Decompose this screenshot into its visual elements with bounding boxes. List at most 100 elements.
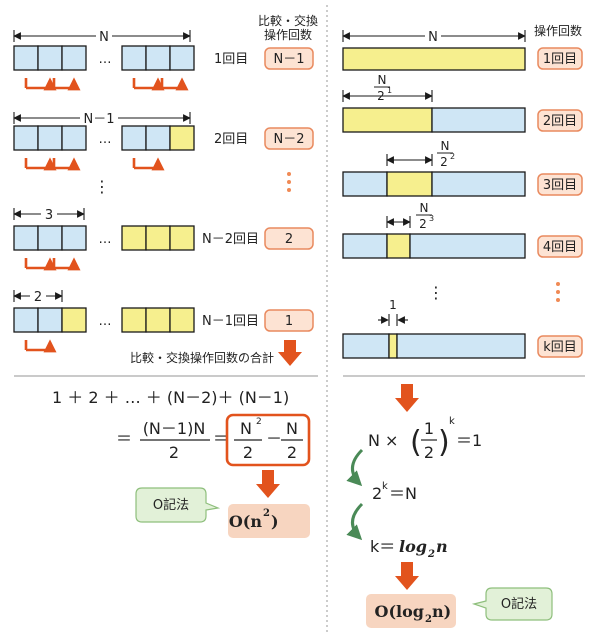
round-label: N－2回目 bbox=[202, 232, 259, 247]
sum-formula: 1 ＋ 2 ＋ … ＋ (N－2)＋ (N－1) bbox=[52, 388, 289, 407]
round-badge bbox=[537, 173, 583, 196]
fraction-denominator: 2 bbox=[377, 89, 385, 103]
fraction-denominator: 2 bbox=[440, 155, 448, 169]
down-arrow bbox=[278, 340, 302, 366]
count-badge bbox=[264, 127, 314, 150]
array-bar bbox=[396, 333, 526, 359]
count-badge bbox=[264, 309, 314, 332]
count-value: N－1 bbox=[274, 52, 305, 67]
round-label: 1回目 bbox=[214, 52, 248, 67]
left-row-2: N－1 … 2回目 N－2 bbox=[13, 110, 314, 168]
round-label: 3回目 bbox=[543, 178, 577, 193]
dimension-label: 2 bbox=[34, 290, 42, 305]
count-badge bbox=[264, 47, 314, 70]
dimension-label: N－1 bbox=[84, 112, 115, 127]
count-value: 2 bbox=[285, 232, 293, 247]
right-row-k: 1 k回目 bbox=[342, 298, 583, 359]
minus-sign: － bbox=[266, 429, 282, 448]
count-badge bbox=[264, 227, 314, 250]
fraction-numerator: N bbox=[286, 419, 298, 438]
fraction-formula: ＝ (N－1)N 2 ＝ N 2 2 － N 2 bbox=[116, 413, 311, 467]
equation-b: 2 k ＝N bbox=[372, 481, 417, 503]
complexity-sup: 2 bbox=[263, 508, 270, 519]
round-badge bbox=[537, 335, 583, 358]
count-value: 1 bbox=[285, 314, 293, 329]
count-value: N－2 bbox=[274, 132, 305, 147]
fraction-numerator: 1 bbox=[424, 419, 434, 438]
fraction-numerator: N bbox=[240, 419, 252, 438]
array-bar bbox=[342, 47, 526, 71]
fraction-denominator: 2 bbox=[419, 217, 427, 231]
left-header-line1: 比較・交換 bbox=[258, 13, 318, 28]
fraction-denominator: 2 bbox=[424, 443, 434, 462]
paren-close: ) bbox=[438, 425, 450, 460]
flow-arrow bbox=[346, 502, 364, 541]
right-row-3: N 2 2 3回目 bbox=[342, 139, 583, 197]
round-badge bbox=[537, 235, 583, 258]
complexity-badge bbox=[228, 504, 310, 538]
complexity-main: O(n bbox=[229, 512, 263, 531]
fraction-denominator: 2 bbox=[169, 443, 179, 462]
left-header-line2: 操作回数 bbox=[264, 27, 312, 42]
result-highlight-box bbox=[225, 413, 311, 467]
dimension-label: 3 bbox=[45, 208, 53, 223]
left-row-4: 2 … N－1回目 1 bbox=[13, 288, 314, 350]
down-arrow bbox=[395, 384, 419, 412]
array-bar bbox=[409, 233, 526, 259]
equals-sign: ＝ bbox=[116, 429, 132, 448]
ellipsis: … bbox=[99, 132, 112, 147]
fraction-denominator: 2 bbox=[287, 443, 297, 462]
array-bar bbox=[431, 107, 526, 133]
round-label: 2回目 bbox=[214, 132, 248, 147]
eq-b-right: ＝N bbox=[389, 484, 417, 503]
dimension-label: 1 bbox=[389, 298, 397, 312]
array-bar bbox=[342, 333, 390, 359]
complexity-end: ) bbox=[271, 512, 279, 531]
round-badge bbox=[537, 47, 583, 70]
eq-c-n: n bbox=[436, 537, 448, 556]
round-label: k回目 bbox=[543, 340, 577, 355]
superscript: 3 bbox=[429, 214, 434, 223]
fraction-numerator: N bbox=[420, 201, 429, 215]
notation-label: O記法 bbox=[153, 497, 189, 513]
round-label: 2回目 bbox=[543, 114, 577, 129]
superscript: 1 bbox=[387, 86, 392, 95]
subscript: 2 bbox=[427, 549, 435, 560]
array-bar-highlight bbox=[388, 333, 398, 359]
complexity-main: O(log bbox=[375, 602, 424, 621]
superscript: k bbox=[382, 481, 388, 492]
superscript: k bbox=[449, 416, 455, 427]
superscript: 2 bbox=[450, 152, 455, 161]
right-row-4: N 2 3 4回目 bbox=[342, 201, 583, 259]
flow-arrow bbox=[346, 448, 364, 487]
notation-label: O記法 bbox=[501, 596, 537, 612]
array-bar-highlight bbox=[342, 107, 433, 133]
equals-sign: ＝ bbox=[213, 429, 229, 448]
complexity-end: n) bbox=[432, 602, 451, 621]
eq-a-left: N × bbox=[368, 431, 398, 450]
dimension-label: N bbox=[428, 30, 438, 45]
ellipsis: … bbox=[99, 314, 112, 329]
down-arrow bbox=[256, 470, 280, 498]
notation-note bbox=[135, 487, 221, 523]
down-arrow bbox=[395, 562, 419, 590]
eq-a-right: ＝1 bbox=[456, 431, 482, 450]
left-row-3: 3 … N－2回目 2 bbox=[13, 206, 314, 268]
fraction-numerator: N bbox=[441, 139, 450, 153]
paren-open: ( bbox=[410, 425, 422, 460]
array-bar bbox=[431, 171, 526, 197]
array-bar bbox=[342, 233, 388, 259]
vertical-dots: ⋮ bbox=[94, 177, 110, 196]
dimension-label: N bbox=[99, 30, 109, 45]
eq-b-base: 2 bbox=[372, 484, 382, 503]
total-caption: 比較・交換操作回数の合計 bbox=[130, 350, 274, 365]
round-label: N－1回目 bbox=[202, 314, 259, 329]
right-row-2: N 2 1 2回目 bbox=[342, 73, 583, 133]
vertical-dots: ⋮ bbox=[428, 283, 444, 302]
right-row-1: N 1回目 bbox=[342, 28, 583, 71]
array-bar-highlight bbox=[386, 233, 411, 259]
eq-c-log: log bbox=[399, 537, 427, 556]
round-badge bbox=[537, 109, 583, 132]
eq-c-left: k＝ bbox=[370, 537, 395, 556]
